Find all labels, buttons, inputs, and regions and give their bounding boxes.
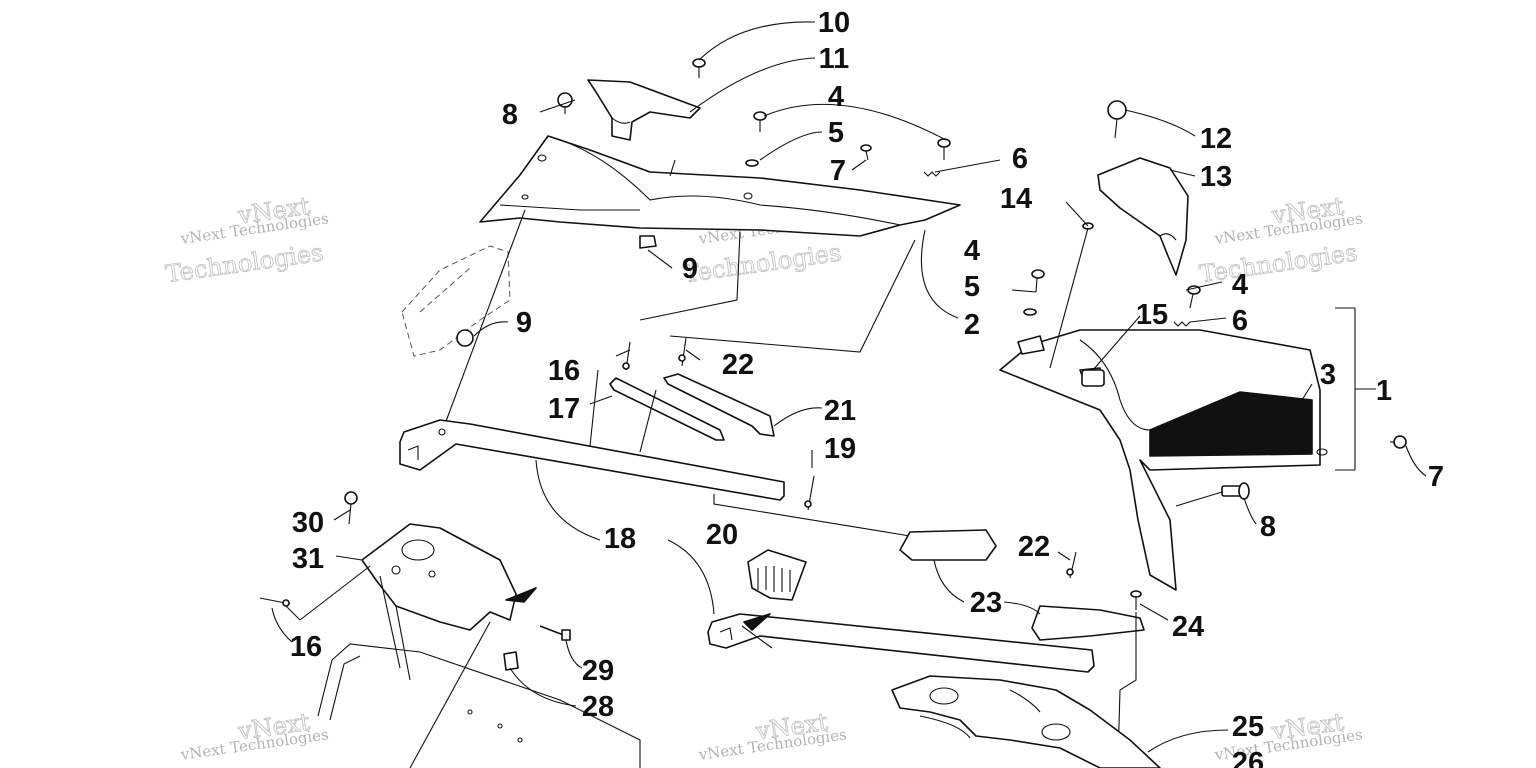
callout-9-b: 9 bbox=[516, 307, 532, 339]
callout-16-a: 16 bbox=[548, 355, 580, 387]
callout-2: 2 bbox=[964, 309, 980, 341]
spring-6-a bbox=[923, 171, 941, 177]
bolt-30 bbox=[344, 491, 358, 525]
leader-lines-top bbox=[441, 21, 1001, 433]
strap-17 bbox=[609, 377, 725, 441]
callout-19: 19 bbox=[824, 433, 856, 465]
callout-24: 24 bbox=[1172, 611, 1204, 643]
nut-9-a bbox=[639, 235, 657, 249]
callout-6-a: 6 bbox=[1012, 143, 1028, 175]
callout-6-b: 6 bbox=[1232, 305, 1248, 337]
rivet-16-a bbox=[622, 341, 631, 371]
callout-7-b: 7 bbox=[1428, 461, 1444, 493]
watermark-bottom-left: vNext Technologies vNext bbox=[179, 707, 330, 764]
screw-4-c bbox=[1031, 269, 1045, 293]
callout-20: 20 bbox=[706, 519, 738, 551]
rivet-16-b bbox=[259, 597, 291, 607]
callout-22-a: 22 bbox=[722, 349, 754, 381]
rivet-19 bbox=[804, 475, 815, 511]
callout-4-c: 4 bbox=[1232, 269, 1248, 301]
callout-31: 31 bbox=[292, 543, 324, 575]
callout-23: 23 bbox=[970, 587, 1002, 619]
callout-28: 28 bbox=[582, 691, 614, 723]
bolt-8-b bbox=[1221, 482, 1250, 500]
callout-5-a: 5 bbox=[828, 117, 844, 149]
washer-5-b bbox=[1023, 308, 1037, 316]
screw-4-b bbox=[937, 138, 951, 160]
watermark-top-left: vNext Technologies vNext Technologies bbox=[163, 191, 329, 288]
rivet-22-b bbox=[1066, 551, 1077, 579]
mount-bracket-24 bbox=[1031, 605, 1145, 641]
left-mount-bracket bbox=[361, 523, 537, 631]
callout-4-b: 4 bbox=[964, 235, 980, 267]
screw-24 bbox=[1130, 590, 1142, 610]
washer-5-a bbox=[745, 159, 759, 167]
callout-8-b: 8 bbox=[1260, 511, 1276, 543]
leader-lines-lower bbox=[741, 551, 1229, 761]
fastener-group-top bbox=[456, 58, 951, 347]
rivet-22-a bbox=[678, 337, 687, 367]
upper-crossbar bbox=[399, 419, 785, 501]
callout-11: 11 bbox=[819, 43, 850, 75]
callout-14: 14 bbox=[1000, 183, 1032, 215]
screw-7-a bbox=[860, 144, 872, 161]
bracket-23 bbox=[899, 529, 997, 561]
callout-15: 15 bbox=[1136, 299, 1168, 331]
footwell-plate bbox=[891, 675, 1161, 768]
leader-lines-left bbox=[271, 509, 583, 768]
watermark-top-right: vNext Technologies vNext Technologies bbox=[1197, 191, 1363, 288]
callout-22-b: 22 bbox=[1018, 531, 1050, 563]
screw-7-b bbox=[1390, 435, 1407, 449]
callout-21: 21 bbox=[824, 395, 856, 427]
callout-13: 13 bbox=[1200, 161, 1232, 193]
bolt-29 bbox=[539, 625, 571, 641]
vent-grille-20 bbox=[747, 549, 807, 601]
watermark-group: vNext Technologies vNext Technologies vN… bbox=[163, 191, 1363, 764]
watermark-bottom-center: vNext Technologies vNext bbox=[697, 707, 848, 764]
leader-lines-right bbox=[1011, 109, 1427, 525]
callout-8-a: 8 bbox=[502, 99, 518, 131]
callout-12: 12 bbox=[1200, 123, 1232, 155]
callout-25: 25 bbox=[1232, 711, 1264, 743]
dashed-reference-part bbox=[401, 245, 511, 357]
lower-crossbar bbox=[707, 613, 1095, 673]
callout-7-a: 7 bbox=[830, 155, 846, 187]
upper-console-cover bbox=[479, 135, 961, 237]
callout-26: 26 bbox=[1232, 747, 1264, 768]
callout-16-b: 16 bbox=[290, 631, 322, 663]
nut-9-b bbox=[456, 329, 474, 347]
callout-30: 30 bbox=[292, 507, 324, 539]
callout-17: 17 bbox=[548, 393, 580, 425]
side-bracket-13 bbox=[1097, 157, 1189, 276]
screw-10 bbox=[692, 58, 706, 78]
callout-1: 1 bbox=[1376, 375, 1392, 407]
screw-4-a bbox=[753, 111, 767, 132]
callout-29: 29 bbox=[582, 655, 614, 687]
side-cover-assembly bbox=[999, 307, 1376, 591]
callout-18: 18 bbox=[604, 523, 636, 555]
bolt-8-top bbox=[557, 92, 573, 114]
bracket-21 bbox=[663, 373, 775, 437]
clip-15 bbox=[1081, 369, 1105, 387]
callout-9-a: 9 bbox=[682, 253, 698, 285]
fastener-group-right bbox=[1023, 222, 1407, 500]
callout-3: 3 bbox=[1320, 359, 1336, 391]
callout-labels: 10 11 8 4 5 7 6 12 13 14 4 5 9 9 2 15 4 … bbox=[290, 7, 1444, 768]
callout-10: 10 bbox=[818, 7, 850, 39]
spring-6-b bbox=[1173, 321, 1191, 327]
callout-4-a: 4 bbox=[828, 81, 844, 113]
leader-lines-mid bbox=[535, 349, 965, 615]
ring-pin-12 bbox=[1107, 100, 1127, 139]
vent-duct bbox=[587, 79, 701, 141]
nut-28 bbox=[503, 651, 519, 671]
callout-5-b: 5 bbox=[964, 271, 980, 303]
frame-dashed-lower bbox=[317, 643, 641, 768]
